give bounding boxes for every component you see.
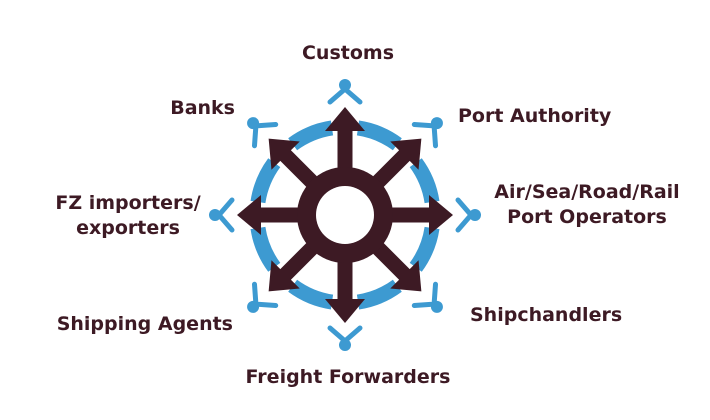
label-port-operators: Air/Sea/Road/Rail Port Operators [492, 180, 682, 230]
label-shipchandlers-line-1: Shipchandlers [470, 304, 623, 326]
connector-fz-importers [209, 197, 235, 233]
arrow-port-operators [345, 195, 453, 235]
label-port-operators-line-1: Air/Sea/Road/Rail [494, 181, 680, 203]
label-banks-line-1: Banks [170, 97, 235, 119]
connector-dot [430, 117, 443, 130]
connector-customs [327, 79, 363, 105]
label-freight-forwarders-line-1: Freight Forwarders [245, 366, 451, 388]
connector-shipping-agents [247, 281, 279, 313]
connector-dot [339, 79, 351, 91]
connector-dot [247, 117, 260, 130]
connector-freight-forwarders [327, 325, 363, 351]
label-fz-importers: FZ importers/ exporters [48, 191, 208, 241]
label-shipping-agents: Shipping Agents [40, 312, 233, 337]
label-banks: Banks [140, 96, 235, 121]
center-hub [316, 186, 374, 244]
label-freight-forwarders: Freight Forwarders [230, 365, 466, 390]
label-fz-importers-line-2: exporters [76, 217, 180, 239]
label-fz-importers-line-1: FZ importers/ [55, 192, 201, 214]
connector-shipchandlers [411, 281, 443, 313]
connector-port-authority [411, 117, 443, 149]
label-port-operators-line-2: Port Operators [507, 206, 667, 228]
connector-dot [209, 209, 221, 221]
arrow-customs [325, 107, 365, 215]
connector-dot [247, 300, 260, 313]
connector-dot [430, 300, 443, 313]
connector-port-operators [455, 197, 481, 233]
connector-banks [247, 117, 279, 149]
arrow-fz-importers [237, 195, 345, 235]
connector-group [209, 79, 481, 351]
connector-dot [339, 339, 351, 351]
label-customs: Customs [290, 41, 406, 66]
label-customs-line-1: Customs [301, 42, 395, 64]
label-port-authority-line-1: Port Authority [458, 105, 612, 127]
label-port-authority: Port Authority [458, 104, 618, 129]
arrow-freight-forwarders [325, 215, 365, 323]
connector-dot [469, 209, 481, 221]
label-shipping-agents-line-1: Shipping Agents [56, 313, 233, 335]
label-shipchandlers: Shipchandlers [470, 303, 630, 328]
